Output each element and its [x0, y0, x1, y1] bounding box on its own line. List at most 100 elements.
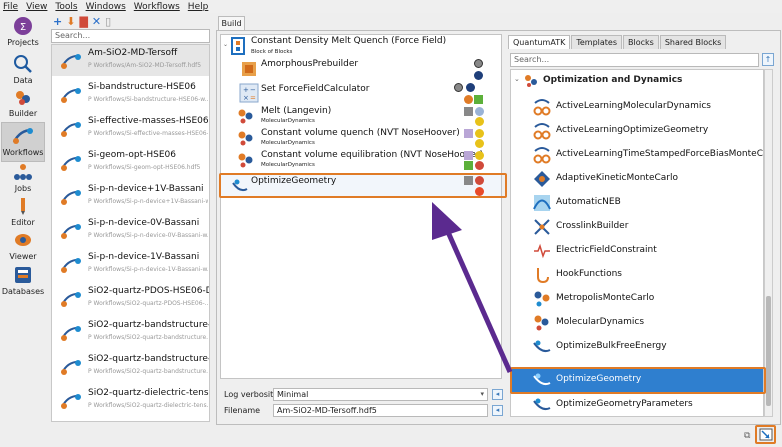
- menu-file[interactable]: File: [3, 1, 19, 12]
- list-item[interactable]: SiO2-quartz-dielectric-tensor P Workflow…: [52, 385, 209, 416]
- collapse-icon[interactable]: ⌄: [514, 75, 520, 83]
- editor-icon: [12, 195, 34, 217]
- electric-field-icon: [534, 243, 550, 259]
- tab-blocks[interactable]: Blocks: [623, 35, 659, 49]
- list-item-selected[interactable]: OptimizeGeometry: [511, 368, 763, 392]
- svg-text:×: ×: [243, 94, 249, 102]
- nav-databases[interactable]: Databases: [1, 264, 45, 296]
- list-item[interactable]: SiO2-quartz-bandstructure-HS... P Workfl…: [52, 317, 209, 348]
- scrollbar-thumb[interactable]: [766, 296, 771, 406]
- status-square: [464, 129, 473, 138]
- workflow-icon: [59, 51, 83, 71]
- project-title: SiO2-quartz-bandstructure-HS...: [88, 320, 209, 330]
- project-path: P Workflows/SiO2-quartz-bandstructure...: [88, 368, 208, 375]
- list-item[interactable]: Si-p-n-device-1V-Bassani P Workflows/Si-…: [52, 249, 209, 280]
- import-icon[interactable]: ⬇: [66, 15, 76, 28]
- list-item[interactable]: SiO2-quartz-PDOS-HSE06-DDH P Workflows/S…: [52, 283, 209, 314]
- project-path: P Workflows/SiO2-quartz-PDOS-HSE06-...: [88, 300, 208, 307]
- nav-viewer[interactable]: Viewer: [1, 229, 45, 261]
- list-item[interactable]: CrosslinkBuilder: [511, 215, 763, 239]
- tab-shared-blocks[interactable]: Shared Blocks: [659, 35, 727, 49]
- list-item[interactable]: ActiveLearningMolecularDynamics: [511, 95, 763, 119]
- block-library-tabs: QuantumATK Templates Blocks Shared Block…: [508, 35, 727, 49]
- filename-help-button[interactable]: ◂: [492, 405, 503, 416]
- status-square: [464, 151, 473, 160]
- delete-icon[interactable]: ✕: [91, 15, 102, 28]
- list-item[interactable]: Si-geom-opt-HSE06 P Workflows/Si-geom-op…: [52, 147, 209, 178]
- nav-workflows[interactable]: Workflows: [1, 122, 45, 162]
- project-path: P Workflows/Si-p-n-device-1V-Bassani-w..…: [88, 266, 208, 273]
- category-icon: [525, 75, 537, 87]
- filename-field[interactable]: Am-SiO2-MD-Tersoff.hdf5: [273, 404, 488, 417]
- project-search-input[interactable]: Search...: [51, 29, 210, 43]
- block-amorphous-prebuilder[interactable]: AmorphousPrebuilder: [221, 57, 501, 81]
- menu-windows[interactable]: Windows: [85, 1, 126, 12]
- md-icon: [238, 131, 253, 146]
- nav-editor[interactable]: Editor: [1, 195, 45, 227]
- block-nvt-quench[interactable]: Constant volume quench (NVT NoseHoover) …: [221, 127, 501, 149]
- list-item[interactable]: SiO2-quartz-bandstructure-HS... P Workfl…: [52, 351, 209, 382]
- block-list-scrollbar[interactable]: [764, 69, 773, 417]
- chevron-up-icon[interactable]: ↑: [762, 53, 774, 66]
- save-icon[interactable]: ▇: [79, 15, 88, 28]
- copy-icon[interactable]: ▯: [105, 15, 112, 28]
- list-item[interactable]: OptimizeGeometryParameters: [511, 393, 763, 416]
- category-title: Optimization and Dynamics: [543, 75, 683, 85]
- block-nvt-equilibration[interactable]: Constant volume equilibration (NVT NoseH…: [221, 149, 501, 171]
- collapse-icon[interactable]: ⌄: [223, 41, 229, 48]
- list-item[interactable]: Si-effective-masses-HSE06 P Workflows/Si…: [52, 113, 209, 144]
- workflow-icon: [59, 289, 83, 309]
- list-item[interactable]: AutomaticNEB: [511, 191, 763, 215]
- project-path: P Workflows/Si-effective-masses-HSE06-..…: [88, 130, 208, 137]
- nav-projects[interactable]: Σ Projects: [1, 15, 45, 47]
- list-item[interactable]: MetropolisMonteCarlo: [511, 287, 763, 311]
- tab-build[interactable]: Build: [218, 16, 245, 30]
- block-title: Constant volume equilibration (NVT NoseH…: [261, 150, 484, 160]
- menu-workflows[interactable]: Workflows: [133, 1, 180, 12]
- list-item[interactable]: OptimizeBulkFreeEnergy: [511, 335, 763, 359]
- svg-text:Σ: Σ: [20, 22, 26, 33]
- optimize-geometry-highlight: [219, 173, 507, 198]
- md-icon: [238, 109, 253, 124]
- log-verbosity-select[interactable]: Minimal ▾: [273, 388, 488, 401]
- list-item[interactable]: AdaptiveKineticMonteCarlo: [511, 167, 763, 191]
- active-learning-icon: [533, 123, 551, 140]
- log-help-button[interactable]: ◂: [492, 389, 503, 400]
- block-label: MetropolisMonteCarlo: [556, 293, 655, 303]
- block-melt-langevin[interactable]: Melt (Langevin) MolecularDynamics: [221, 105, 501, 127]
- workflow-icon: [59, 255, 83, 275]
- menu-view[interactable]: View: [26, 1, 48, 12]
- block-optimize-geometry[interactable]: OptimizeGeometry: [221, 174, 501, 198]
- list-item[interactable]: HookFunctions: [511, 263, 763, 287]
- list-item[interactable]: Am-SiO2-MD-Tersoff P Workflows/Am-SiO2-M…: [52, 45, 209, 76]
- project-toolbar: + ⬇ ▇ ✕ ▯: [53, 15, 112, 28]
- list-item[interactable]: Si-p-n-device-0V-Bassani P Workflows/Si-…: [52, 215, 209, 246]
- menu-help[interactable]: Help: [187, 1, 209, 12]
- window-icon[interactable]: ⧉: [744, 431, 751, 441]
- block-label: OptimizeGeometry: [556, 374, 642, 384]
- nav-builder[interactable]: Builder: [1, 86, 45, 118]
- list-item[interactable]: ActiveLearningTimeStampedForceBiasMonteC…: [511, 143, 763, 167]
- add-icon[interactable]: +: [53, 15, 63, 28]
- list-item[interactable]: ActiveLearningOptimizeGeometry: [511, 119, 763, 143]
- category-header[interactable]: ⌄ Optimization and Dynamics: [511, 72, 763, 92]
- list-item[interactable]: Si-bandstructure-HSE06 P Workflows/Si-ba…: [52, 79, 209, 110]
- nav-jobs[interactable]: Jobs: [1, 161, 45, 193]
- nav-data[interactable]: Data: [1, 53, 45, 85]
- dock-toggle-icon[interactable]: [759, 428, 773, 441]
- list-item[interactable]: ElectricFieldConstraint: [511, 239, 763, 263]
- list-item[interactable]: MolecularDynamics: [511, 311, 763, 335]
- block-search-input[interactable]: Search...: [510, 53, 759, 67]
- status-dot: [475, 176, 484, 185]
- tab-templates[interactable]: Templates: [571, 35, 622, 49]
- kinetic-monte-carlo-icon: [534, 171, 550, 187]
- menu-tools[interactable]: Tools: [55, 1, 78, 12]
- list-item[interactable]: Si-p-n-device+1V-Bassani P Workflows/Si-…: [52, 181, 209, 212]
- active-learning-icon: [533, 99, 551, 116]
- block-of-blocks[interactable]: ⌄ Constant Density Melt Quench (Force Fi…: [221, 35, 501, 57]
- block-label: AutomaticNEB: [556, 197, 621, 207]
- builder-icon: [12, 86, 34, 108]
- block-set-forcefield[interactable]: +−×= Set ForceFieldCalculator: [221, 81, 501, 105]
- tab-quantumatk[interactable]: QuantumATK: [508, 35, 571, 49]
